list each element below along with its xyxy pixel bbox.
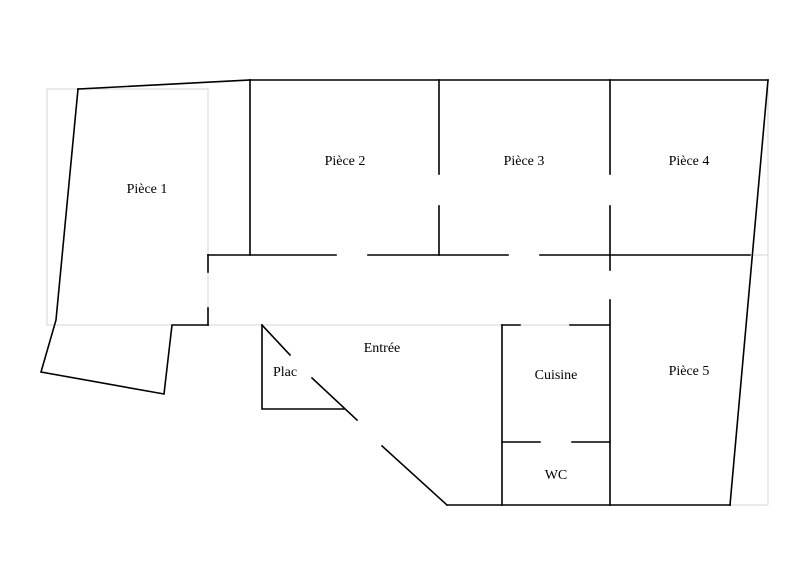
wall-east <box>729 79 769 506</box>
room-labels: Pièce 1 Pièce 2 Pièce 3 Pièce 4 Pièce 5 … <box>127 154 710 483</box>
wall-piece-1 <box>77 79 251 90</box>
guide-lines <box>46 80 769 506</box>
label-piece-3: Pièce 3 <box>504 154 545 169</box>
wall-plac <box>261 324 345 410</box>
label-wc: WC <box>545 468 568 483</box>
label-piece-4: Pièce 4 <box>669 154 710 169</box>
label-piece-5: Pièce 5 <box>669 364 710 379</box>
wall-entree-diag <box>380 444 449 507</box>
label-piece-1: Pièce 1 <box>127 182 168 197</box>
wall-plac-diag <box>310 376 359 422</box>
label-plac: Plac <box>273 365 297 380</box>
wall-plac-top <box>260 323 292 357</box>
label-cuisine: Cuisine <box>535 368 578 383</box>
label-entree: Entrée <box>364 341 401 356</box>
walls <box>39 79 769 507</box>
label-piece-2: Pièce 2 <box>325 154 366 169</box>
wall-piece-1-west <box>39 88 209 395</box>
